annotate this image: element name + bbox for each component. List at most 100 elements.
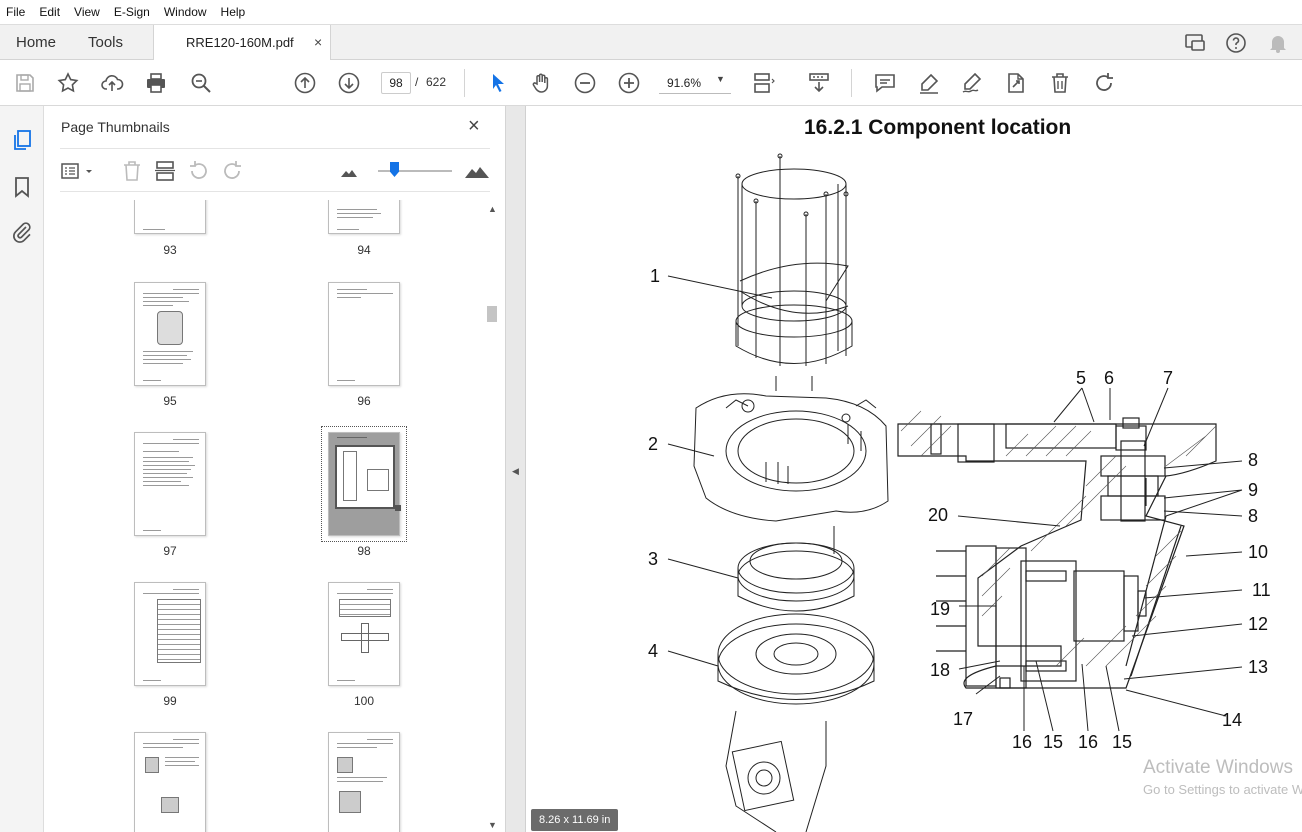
activation-watermark-title: Activate Windows: [1143, 757, 1293, 778]
document-view[interactable]: 16.2.1 Component location: [526, 106, 1302, 832]
scroll-up-icon[interactable]: ▲: [488, 204, 497, 214]
zoom-level-select[interactable]: 91.6%: [659, 72, 731, 94]
rotate-icon[interactable]: [1092, 71, 1116, 95]
attachments-icon[interactable]: [10, 220, 34, 244]
page-thumbnail[interactable]: [328, 582, 400, 686]
callout-label: 17: [953, 709, 974, 729]
panel-splitter[interactable]: ◀: [506, 106, 526, 832]
activation-watermark-subtitle: Go to Settings to activate Windows.: [1143, 782, 1302, 797]
callout-label: 18: [930, 660, 951, 680]
callout-label: 7: [1163, 368, 1174, 388]
menu-edit[interactable]: Edit: [39, 5, 61, 19]
menu-help[interactable]: Help: [220, 5, 246, 19]
thumbnail-toolbar: [60, 148, 490, 192]
scroll-down-icon[interactable]: ▼: [488, 820, 497, 830]
chevron-down-icon[interactable]: ▼: [716, 74, 725, 84]
page-thumbnail[interactable]: [134, 732, 206, 832]
callout-label: 10: [1248, 542, 1269, 562]
callout-label: 4: [648, 641, 659, 661]
panel-title: Page Thumbnails: [61, 119, 170, 135]
document-heading: 16.2.1 Component location: [804, 116, 1072, 139]
rotate-left-icon[interactable]: [187, 159, 211, 183]
scroll-mode-icon[interactable]: [807, 71, 831, 95]
menu-view[interactable]: View: [74, 5, 100, 19]
page-thumbnail[interactable]: [328, 200, 400, 234]
page-thumbnail-current[interactable]: [328, 432, 401, 536]
callout-label: 3: [648, 549, 659, 569]
page-size-indicator: 8.26 x 11.69 in: [531, 809, 619, 831]
tab-tools[interactable]: Tools: [88, 34, 124, 51]
delete-icon[interactable]: [1048, 71, 1072, 95]
thumbnail-selection-frame: [321, 426, 407, 542]
thumbnail-page-number: 98: [357, 544, 371, 558]
left-navigation-rail: [0, 106, 44, 832]
thumbnail-page-number: 94: [357, 243, 371, 257]
callout-label: 16: [1078, 732, 1099, 752]
callout-label: 13: [1248, 657, 1269, 677]
page-thumbnail[interactable]: [134, 200, 206, 234]
fit-page-icon[interactable]: [752, 71, 776, 95]
page-up-icon[interactable]: [293, 71, 317, 95]
thumbnail-size-slider[interactable]: [378, 170, 452, 172]
notification-bell-icon[interactable]: [1266, 31, 1290, 55]
tab-close-button[interactable]: ×: [314, 34, 323, 50]
thumbnail-scrollbar[interactable]: ▲ ▼: [484, 200, 500, 832]
export-pdf-icon[interactable]: [1004, 71, 1028, 95]
thumbnail-options-icon[interactable]: [60, 159, 92, 183]
page-total: 622: [426, 75, 447, 89]
thumbnail-page-number: 93: [163, 243, 177, 257]
upload-cloud-icon[interactable]: [100, 71, 124, 95]
page-thumbnail[interactable]: [134, 582, 206, 686]
menu-window[interactable]: Window: [163, 5, 207, 19]
tab-bar: Home Tools RRE120-160M.pdf ×: [0, 24, 1302, 61]
delete-page-icon[interactable]: [120, 159, 144, 183]
callout-label: 15: [1112, 732, 1133, 752]
slider-handle[interactable]: [390, 162, 399, 177]
small-thumbnail-icon[interactable]: [338, 159, 362, 183]
rotate-right-icon[interactable]: [220, 159, 244, 183]
share-screen-icon[interactable]: [1183, 31, 1207, 55]
select-arrow-icon[interactable]: [486, 71, 510, 95]
callout-label: 14: [1222, 710, 1243, 730]
thumbnail-page-number: 97: [163, 544, 177, 558]
page-thumbnail[interactable]: [328, 282, 400, 386]
callout-label: 5: [1076, 368, 1087, 388]
thumbnail-page-number: 95: [163, 394, 177, 408]
save-icon[interactable]: [13, 71, 37, 95]
page-thumbnails-icon[interactable]: [10, 128, 34, 152]
comment-icon[interactable]: [873, 71, 897, 95]
callout-label: 16: [1012, 732, 1033, 752]
insert-page-icon[interactable]: [153, 159, 177, 183]
help-icon[interactable]: [1224, 31, 1248, 55]
menu-file[interactable]: File: [6, 5, 26, 19]
zoom-out-icon[interactable]: [573, 71, 597, 95]
hand-pan-icon[interactable]: [529, 71, 553, 95]
zoom-in-icon[interactable]: [617, 71, 641, 95]
tab-document-label: RRE120-160M.pdf: [186, 35, 294, 50]
callout-label: 11: [1252, 580, 1271, 600]
bookmark-star-icon[interactable]: [56, 71, 80, 95]
sign-icon[interactable]: [960, 71, 984, 95]
thumbnail-list: 93 94 95 96 97: [60, 200, 484, 832]
callout-label: 8: [1248, 450, 1259, 470]
page-down-icon[interactable]: [337, 71, 361, 95]
tab-document[interactable]: RRE120-160M.pdf ×: [153, 25, 331, 61]
component-diagram: [667, 153, 1243, 832]
page-thumbnail[interactable]: [328, 732, 400, 832]
page-number-input[interactable]: 98: [381, 72, 411, 94]
collapse-panel-icon[interactable]: ◀: [512, 466, 519, 476]
highlight-pen-icon[interactable]: [917, 71, 941, 95]
page-thumbnail[interactable]: [134, 282, 206, 386]
scrollbar-thumb[interactable]: [487, 306, 497, 322]
print-icon[interactable]: [144, 71, 168, 95]
callout-label: 1: [650, 266, 661, 286]
large-thumbnail-icon[interactable]: [464, 159, 489, 183]
callout-label: 19: [930, 599, 951, 619]
tab-home[interactable]: Home: [16, 34, 57, 51]
menu-esign[interactable]: E-Sign: [113, 5, 150, 19]
zoom-search-icon[interactable]: [189, 71, 213, 95]
bookmarks-icon[interactable]: [10, 175, 34, 199]
thumbnail-page-number: 99: [163, 694, 177, 708]
close-panel-button[interactable]: ×: [468, 115, 480, 137]
page-thumbnail[interactable]: [134, 432, 206, 536]
